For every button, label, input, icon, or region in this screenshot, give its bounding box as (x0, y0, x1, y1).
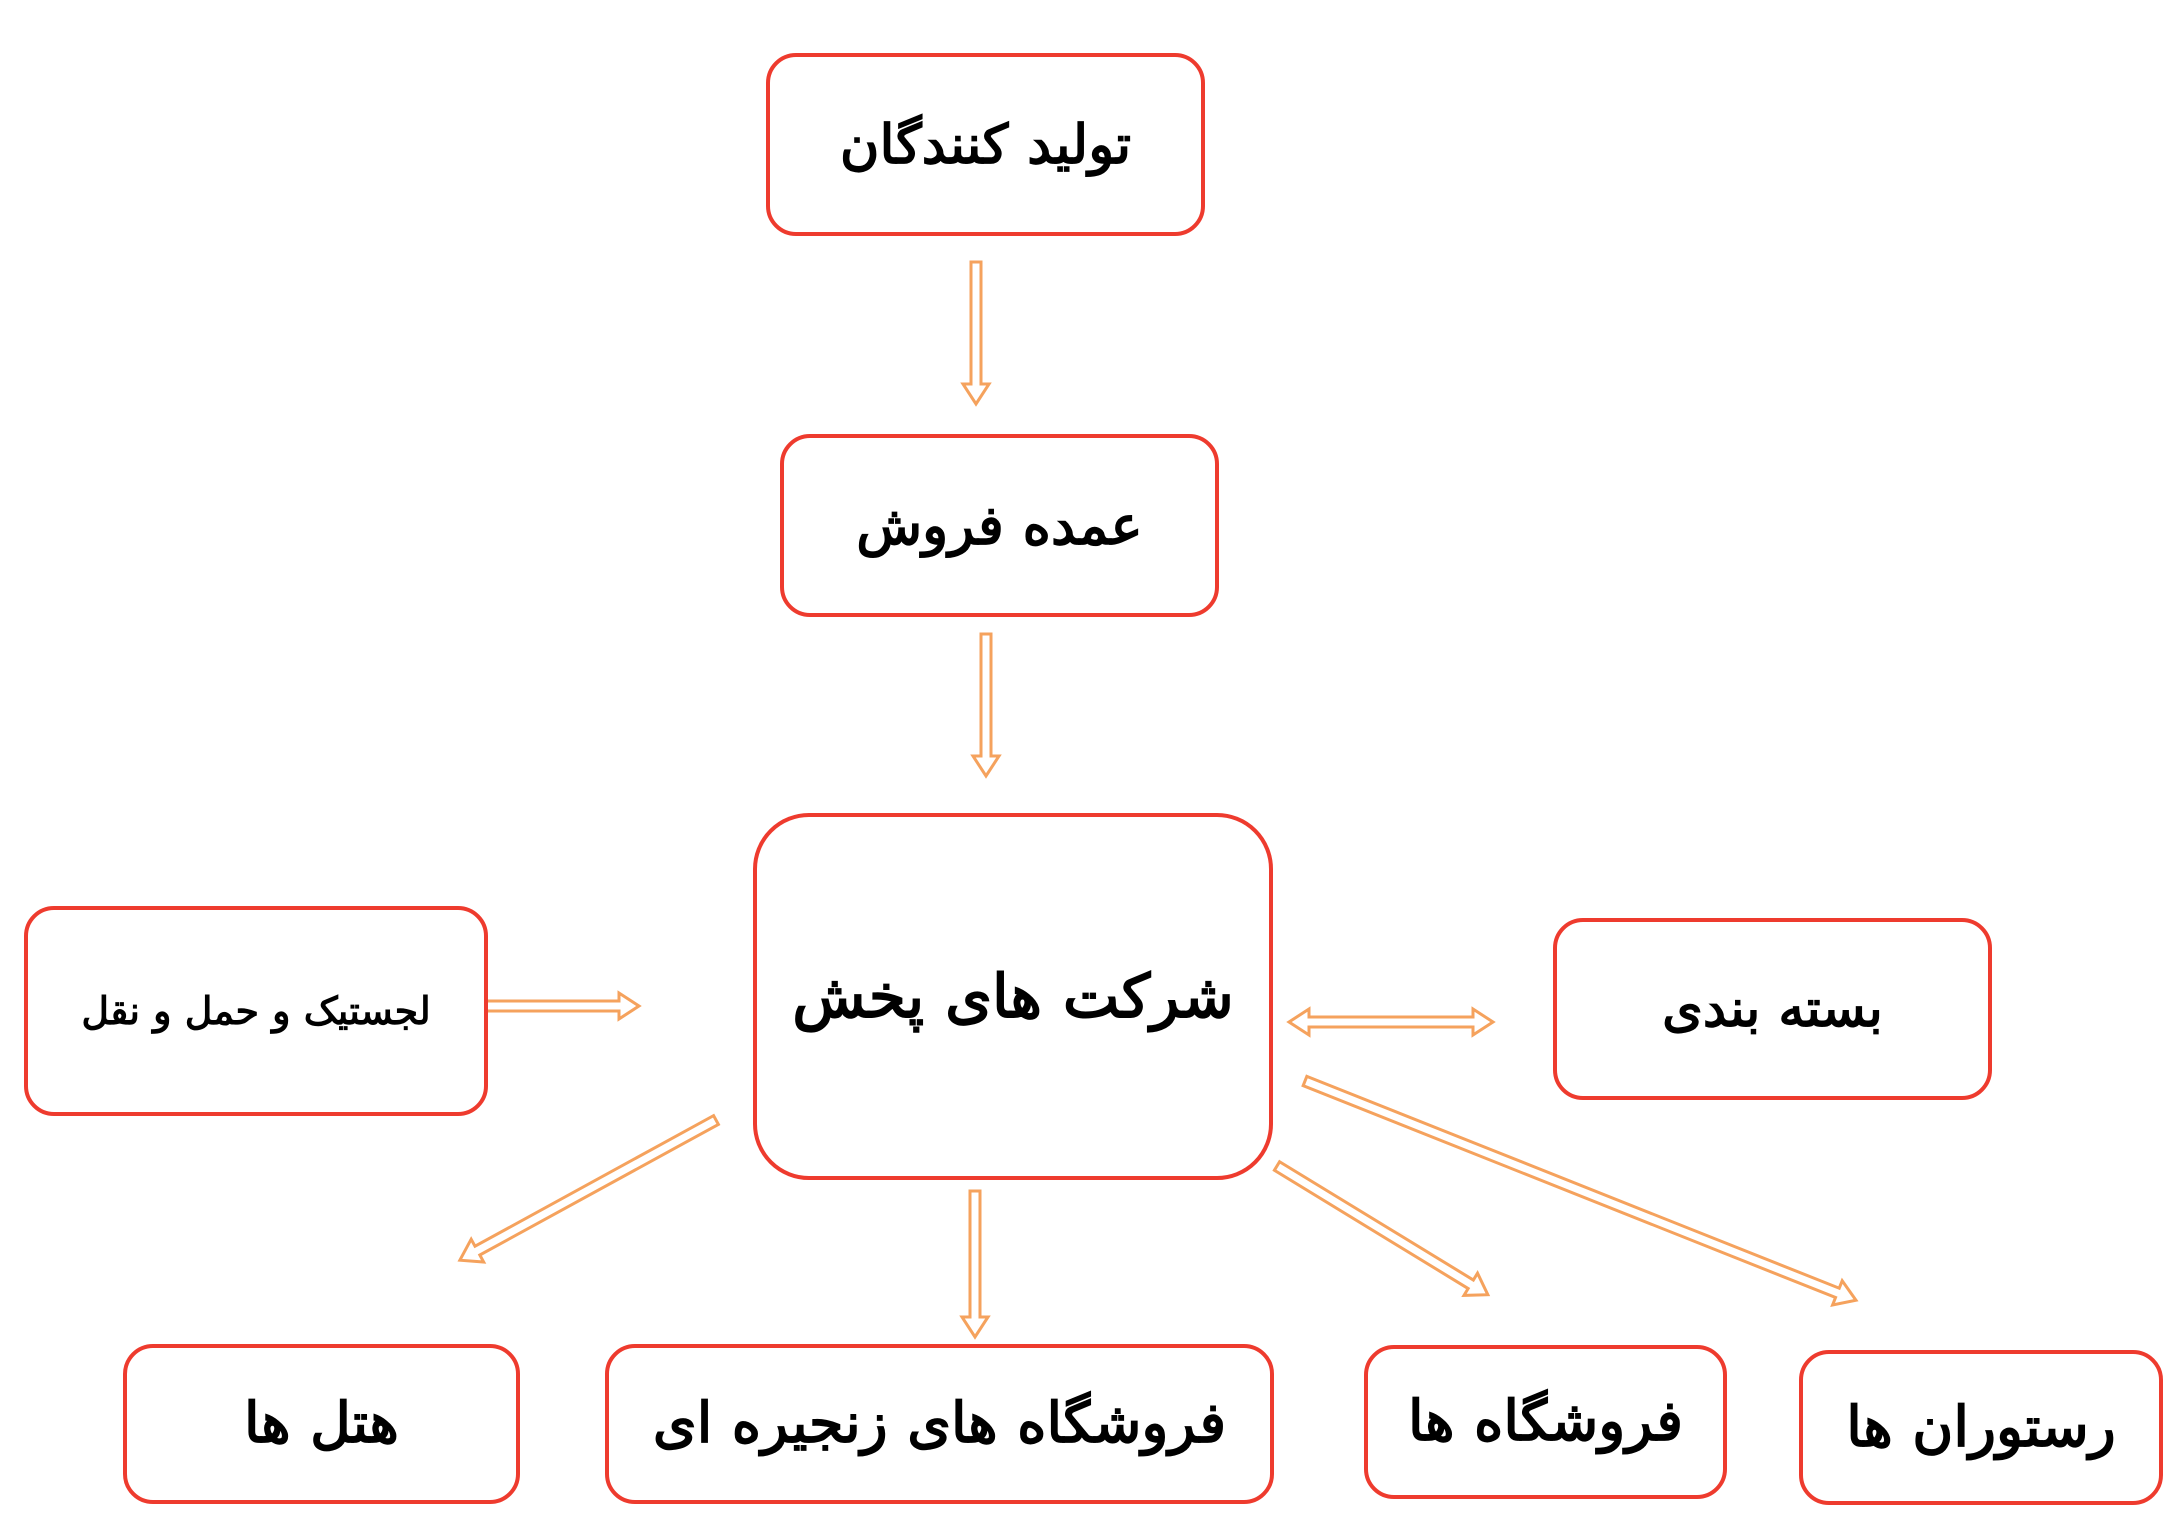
node-producers: تولید کنندگان (766, 53, 1205, 236)
node-distribution-companies: شرکت های پخش (753, 813, 1273, 1180)
arrow-distribution-to-hotels (457, 1113, 721, 1264)
arrow-distribution-to-chain-stores (959, 1189, 991, 1340)
node-hotels: هتل ها (123, 1344, 520, 1504)
arrow-wholesale-to-distribution (970, 632, 1002, 779)
arrow-distribution-to-stores (1272, 1159, 1491, 1297)
node-stores: فروشگاه ها (1364, 1345, 1727, 1499)
node-wholesale-label: عمده فروش (856, 493, 1143, 558)
node-logistics: لجستیک و حمل و نقل (24, 906, 488, 1116)
node-packaging: بسته بندی (1553, 918, 1992, 1100)
node-logistics-label: لجستیک و حمل و نقل (81, 988, 431, 1034)
node-chain-stores: فروشگاه های زنجیره ای (605, 1344, 1274, 1504)
node-distribution-companies-label: شرکت های پخش (792, 961, 1234, 1032)
node-restaurants-label: رستوران ها (1846, 1393, 2116, 1460)
node-packaging-label: بسته بندی (1662, 977, 1883, 1039)
arrow-distribution-packaging (1286, 1006, 1496, 1038)
node-wholesale: عمده فروش (780, 434, 1219, 617)
node-restaurants: رستوران ها (1799, 1350, 2163, 1505)
node-hotels-label: هتل ها (244, 1390, 399, 1457)
arrow-producers-to-wholesale (960, 260, 992, 407)
node-chain-stores-label: فروشگاه های زنجیره ای (652, 1390, 1227, 1457)
arrow-distribution-to-restaurants (1301, 1074, 1859, 1307)
node-stores-label: فروشگاه ها (1407, 1388, 1684, 1455)
node-producers-label: تولید کنندگان (839, 112, 1132, 177)
